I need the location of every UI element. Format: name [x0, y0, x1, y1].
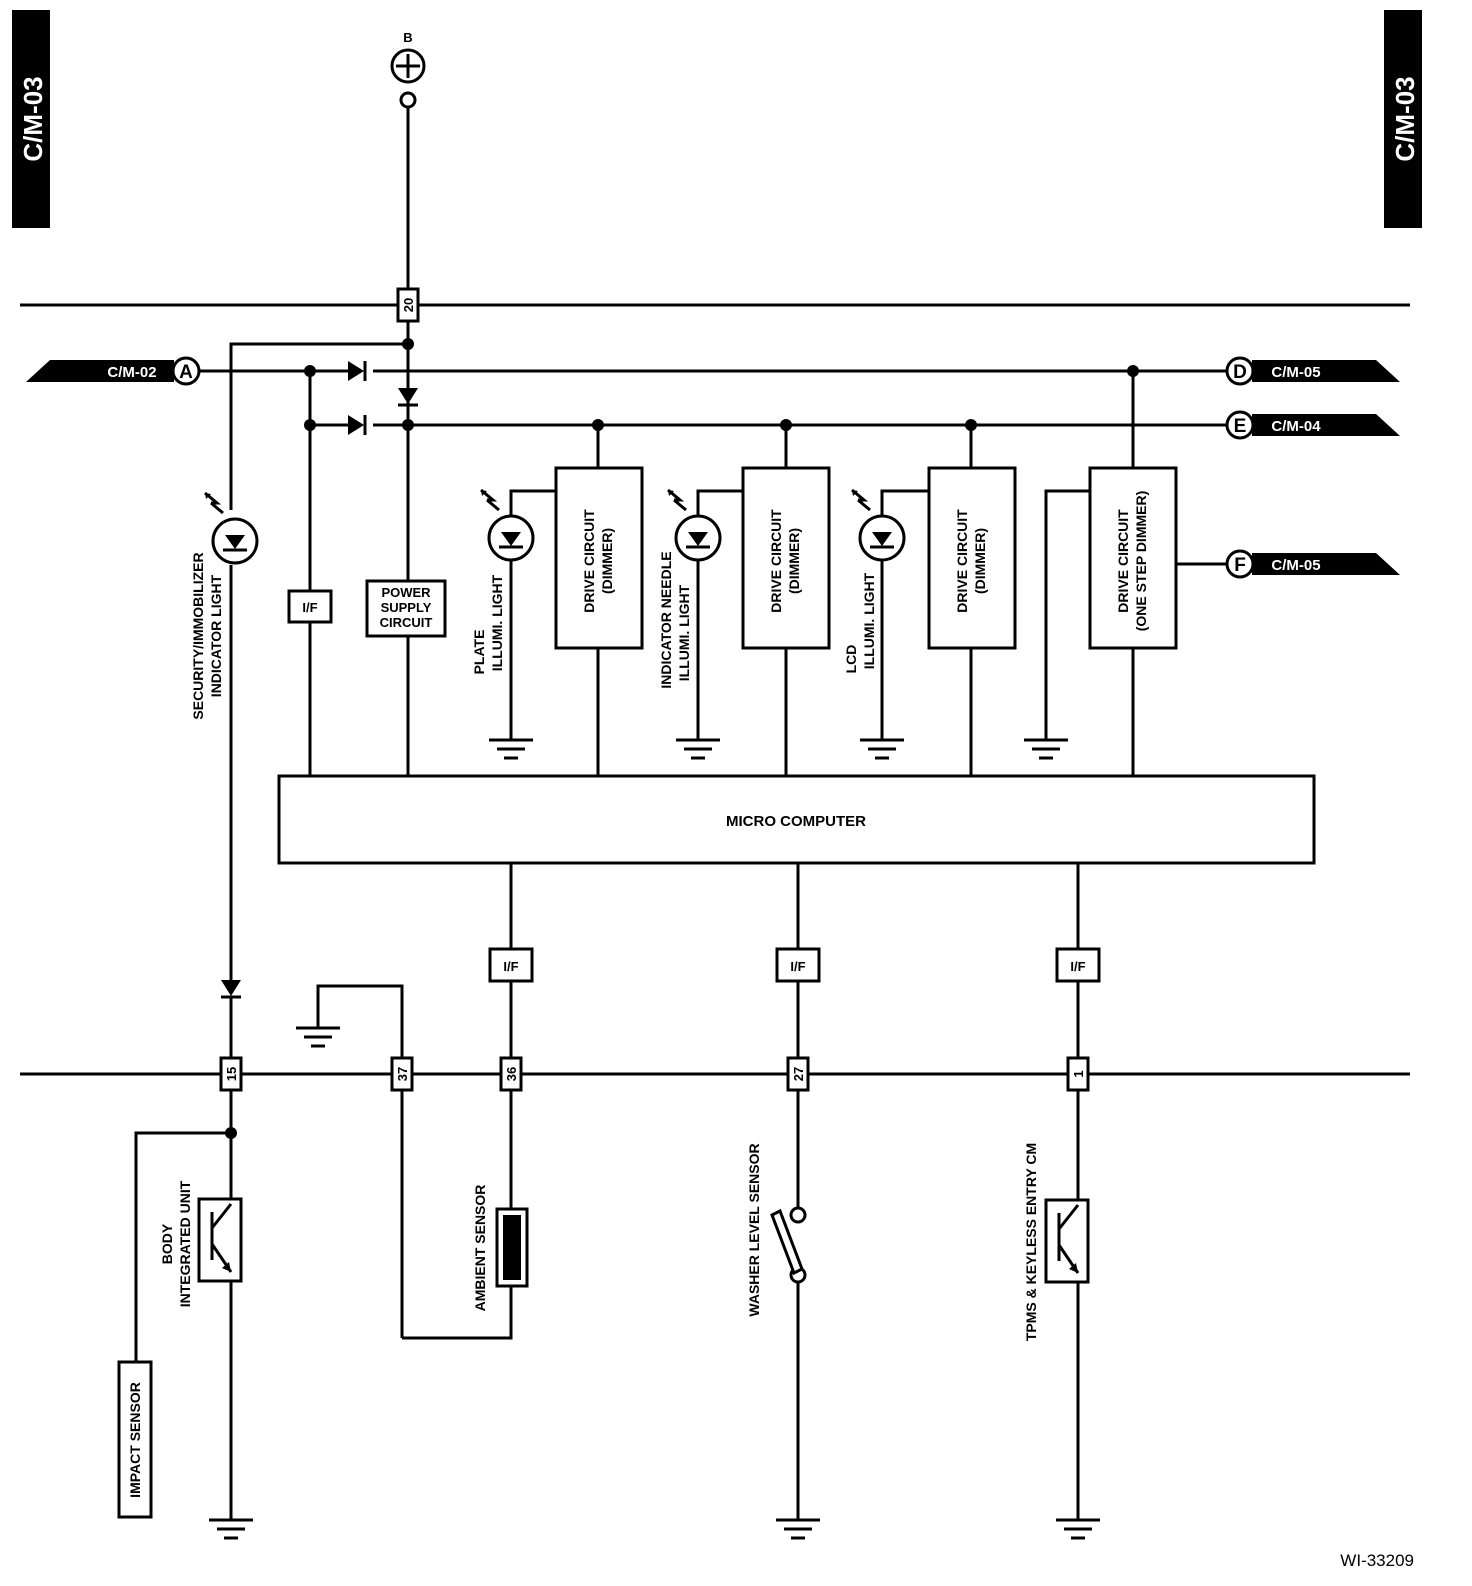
page-tag-right: C/M-03 [1390, 76, 1420, 161]
plate-label-1: PLATE [471, 630, 487, 675]
connector-f: F C/M-05 [1225, 549, 1400, 579]
ground-icon [1054, 1508, 1102, 1540]
drive-circuit-1-label: DRIVE CIRCUIT [581, 509, 597, 613]
connector-a-ref: C/M-02 [107, 364, 156, 381]
battery-plus-icon [390, 48, 426, 84]
terminal-15: 15 [224, 1067, 239, 1081]
power-supply-line-3: CIRCUIT [380, 615, 433, 630]
drive-circuit-4-label: DRIVE CIRCUIT [1115, 509, 1131, 613]
tpms-transistor-icon [1044, 1198, 1090, 1284]
ambient-sensor-label: AMBIENT SENSOR [472, 1185, 488, 1312]
terminal-1: 1 [1071, 1070, 1086, 1077]
connector-a: C/M-02 A [26, 356, 201, 386]
drive-circuit-1-sub: (DIMMER) [599, 528, 615, 594]
ambient-sensor-icon [495, 1207, 529, 1288]
ground-icon [207, 1508, 255, 1540]
connector-d-letter: D [1233, 362, 1247, 383]
tpms-label: TPMS & KEYLESS ENTRY CM [1023, 1143, 1039, 1341]
if-block-1: I/F [1070, 959, 1085, 974]
diode-icon [346, 359, 367, 383]
plate-illumi-led-icon [479, 488, 535, 562]
impact-sensor-label: IMPACT SENSOR [127, 1382, 143, 1498]
washer-level-switch-icon [770, 1206, 807, 1284]
washer-sensor-label: WASHER LEVEL SENSOR [746, 1143, 762, 1316]
terminal-37: 37 [395, 1067, 410, 1081]
power-supply-line-1: POWER [381, 585, 431, 600]
diode-icon [346, 413, 367, 437]
body-unit-label-1: BODY [159, 1223, 175, 1264]
plate-label-2: ILLUMI. LIGHT [489, 574, 505, 671]
connector-f-letter: F [1234, 555, 1246, 576]
power-label: B [403, 30, 412, 45]
terminal-27: 27 [791, 1067, 806, 1081]
drive-circuit-3-sub: (DIMMER) [972, 528, 988, 594]
security-light-label-2: INDICATOR LIGHT [208, 574, 224, 697]
diode-icon [219, 978, 243, 999]
figure-id: WI-33209 [1340, 1551, 1414, 1570]
security-light-label-1: SECURITY/IMMOBILIZER [190, 552, 206, 719]
drive-circuit-2-sub: (DIMMER) [786, 528, 802, 594]
connector-d-ref: C/M-05 [1271, 364, 1320, 381]
needle-illumi-led-icon [666, 488, 722, 562]
lcd-illumi-led-icon [850, 488, 906, 562]
terminal-20: 20 [401, 298, 416, 312]
lower-wiring [134, 863, 1080, 1520]
if-block-36: I/F [503, 959, 518, 974]
if-block-upper: I/F [302, 600, 317, 615]
diode-icon [396, 386, 420, 407]
connector-e-letter: E [1234, 416, 1247, 437]
connector-d: D C/M-05 [1225, 356, 1400, 386]
body-unit-transistor-icon [197, 1197, 243, 1283]
drive-circuit-4-sub: (ONE STEP DIMMER) [1133, 491, 1149, 632]
drive-circuit-2-label: DRIVE CIRCUIT [768, 509, 784, 613]
connector-e-ref: C/M-04 [1271, 418, 1321, 435]
connector-e: E C/M-04 [1225, 410, 1400, 440]
lcd-label-2: ILLUMI. LIGHT [861, 572, 877, 669]
lcd-label-1: LCD [843, 645, 859, 674]
drive-circuit-3-label: DRIVE CIRCUIT [954, 509, 970, 613]
page-tag-left: C/M-03 [18, 76, 48, 161]
if-block-27: I/F [790, 959, 805, 974]
ground-icon [774, 1508, 822, 1540]
connector-a-letter: A [179, 362, 193, 383]
power-supply-line-2: SUPPLY [381, 600, 432, 615]
micro-computer-label: MICRO COMPUTER [726, 813, 866, 830]
terminal-36: 36 [504, 1067, 519, 1081]
connector-f-ref: C/M-05 [1271, 557, 1320, 574]
body-unit-label-2: INTEGRATED UNIT [177, 1180, 193, 1307]
needle-label-1: INDICATOR NEEDLE [658, 551, 674, 688]
needle-label-2: ILLUMI. LIGHT [676, 584, 692, 681]
